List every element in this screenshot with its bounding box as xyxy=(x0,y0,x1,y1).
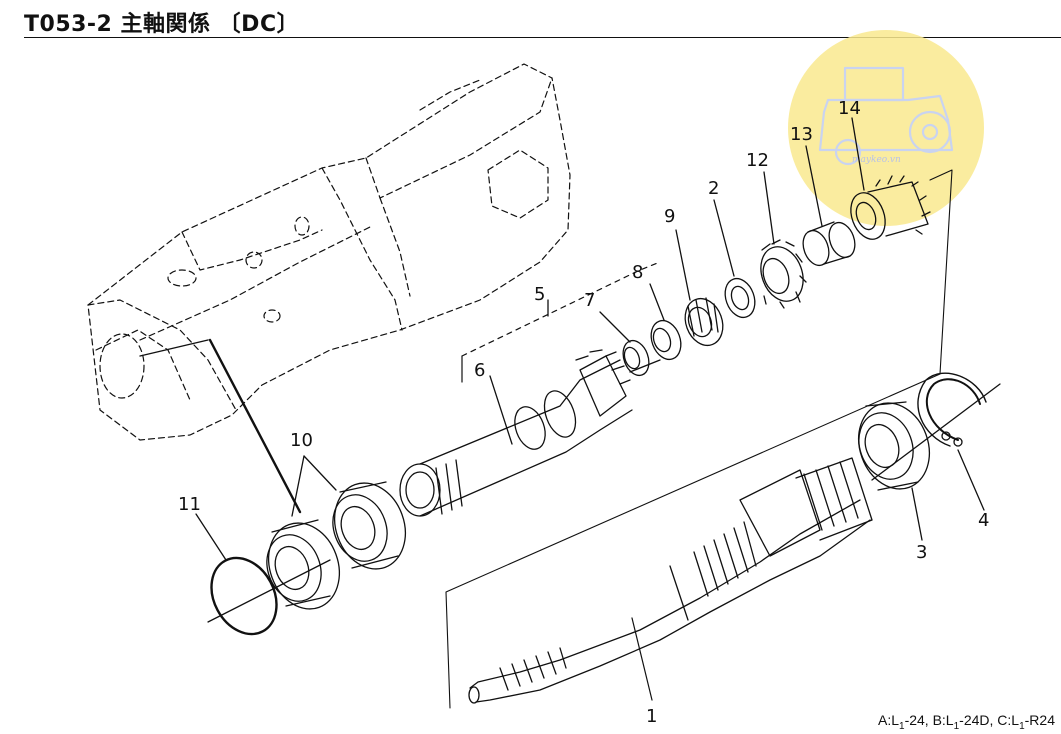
case-centerline xyxy=(139,339,209,357)
bearing-3 xyxy=(858,401,930,491)
bearing-10-a xyxy=(332,481,406,570)
callout-2: 2 xyxy=(708,178,719,199)
callout-6: 6 xyxy=(474,360,485,381)
leader-13 xyxy=(805,145,823,227)
watermark-logo: maykeo.vn xyxy=(788,30,984,226)
bearing-7 xyxy=(622,339,650,377)
bracket-5 xyxy=(461,261,661,357)
leader-11 xyxy=(195,513,227,561)
gear-12 xyxy=(760,239,807,309)
leader-10-b xyxy=(291,455,305,517)
callout-13: 13 xyxy=(790,124,813,145)
snap-ring-4 xyxy=(917,372,987,447)
assembly-bracket xyxy=(445,169,953,709)
callout-4: 4 xyxy=(978,510,989,531)
leader-3 xyxy=(911,487,923,541)
leader-8 xyxy=(649,283,665,321)
main-shaft-1 xyxy=(468,383,1001,704)
model-footnote: A:L1-24, B:L1-24D, C:L1-R24 xyxy=(877,712,1055,732)
callout-11: 11 xyxy=(178,494,201,515)
leader-7 xyxy=(599,311,631,343)
leader-12 xyxy=(763,171,775,245)
callout-1: 1 xyxy=(646,706,657,727)
bearing-10-b xyxy=(266,519,340,610)
page-title: T053-2 主軸関係 〔DC〕 xyxy=(24,12,300,37)
leader-14 xyxy=(851,117,865,191)
callout-8: 8 xyxy=(632,262,643,283)
o-ring-11 xyxy=(210,556,278,636)
leader-1 xyxy=(631,617,653,701)
callout-7: 7 xyxy=(584,290,595,311)
leader-9 xyxy=(675,229,691,301)
leader-4 xyxy=(957,449,985,511)
gear-14 xyxy=(850,175,931,240)
callout-5: 5 xyxy=(534,284,545,305)
title-underline xyxy=(24,37,1061,38)
callout-10: 10 xyxy=(290,430,313,451)
callout-9: 9 xyxy=(664,206,675,227)
washer-2 xyxy=(724,277,756,319)
needle-bearing-9 xyxy=(684,297,724,347)
callout-12: 12 xyxy=(746,150,769,171)
callout-14: 14 xyxy=(838,98,861,119)
watermark-text: maykeo.vn xyxy=(852,155,901,165)
leader-10-to-case xyxy=(208,338,302,514)
transmission-case xyxy=(87,63,571,441)
leader-2 xyxy=(713,199,735,277)
shaft-axis-lower xyxy=(207,559,331,623)
callout-3: 3 xyxy=(916,542,927,563)
leader-6 xyxy=(489,375,513,445)
collar-8 xyxy=(650,319,682,361)
sleeve-13 xyxy=(802,221,856,267)
leader-10-a xyxy=(303,455,337,491)
hollow-shaft-6 xyxy=(399,349,661,517)
